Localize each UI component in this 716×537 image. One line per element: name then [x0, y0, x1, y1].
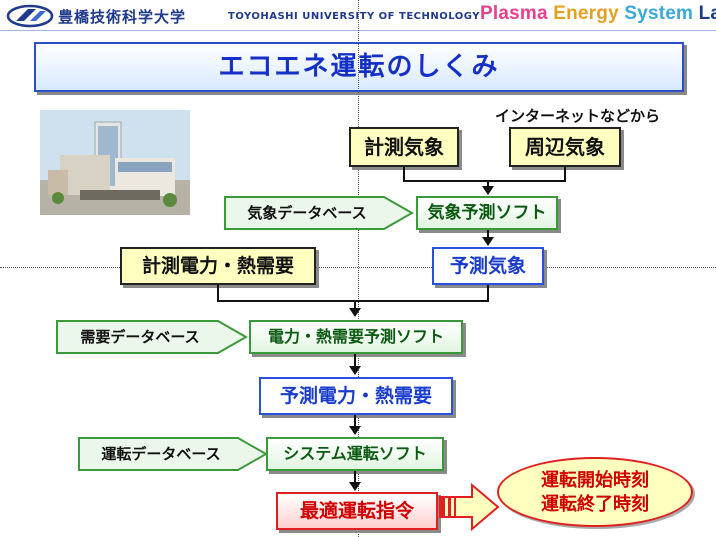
connector: [354, 300, 356, 308]
weather-db-label: 気象データベース: [247, 204, 367, 222]
connector: [403, 180, 566, 182]
title-banner: エコエネ運転のしくみ: [34, 42, 684, 92]
connector: [354, 415, 356, 426]
connector: [487, 230, 489, 237]
demand-db-arrow: [56, 320, 248, 354]
forecast-weather-box: 予測気象: [432, 247, 544, 285]
demand-forecast-soft-box: 電力・熱需要予測ソフト: [249, 320, 463, 354]
lab-name-word-lab: Lab.: [698, 3, 716, 24]
connector: [564, 167, 566, 181]
system-operation-soft-box: システム運転ソフト: [266, 437, 444, 471]
output-arrow-icon: [439, 482, 500, 532]
lab-name-word-system: System: [624, 3, 699, 24]
optimal-operation-command-box: 最適運転指令: [276, 492, 438, 530]
arrow-head-icon: [482, 237, 494, 246]
arrow-head-icon: [349, 426, 361, 435]
building-photo: [40, 110, 190, 215]
arrow-head-icon: [349, 482, 361, 491]
source-note: インターネットなどから: [495, 107, 661, 125]
guide-line-horizontal: [0, 267, 716, 268]
arrow-head-icon: [482, 186, 494, 195]
arrow-head-icon: [349, 308, 361, 317]
university-name-jp: 豊橋技術科学大学: [58, 8, 187, 26]
measured-power-heat-box: 計測電力・熱需要: [120, 247, 316, 285]
connector: [354, 354, 356, 366]
connector: [217, 285, 219, 301]
weather-forecast-soft-box: 気象予測ソフト: [416, 196, 558, 230]
university-name-en: TOYOHASHI UNIVERSITY OF TECHNOLOGY: [228, 11, 480, 22]
arrow-head-icon: [349, 366, 361, 375]
weather-db-arrow: [224, 196, 414, 230]
page-title: エコエネ運転のしくみ: [218, 52, 500, 82]
connector: [403, 167, 405, 181]
operation-time-result: 運転開始時刻 運転終了時刻: [497, 457, 693, 527]
start-time-label: 運転開始時刻: [541, 470, 649, 491]
lab-name: Plasma Energy System Lab.: [480, 3, 716, 25]
end-time-label: 運転終了時刻: [541, 494, 649, 515]
connector: [487, 285, 489, 301]
lab-name-word-energy: Energy: [553, 3, 625, 24]
demand-db-label: 需要データベース: [80, 328, 200, 346]
forecast-power-heat-box: 予測電力・熱需要: [259, 377, 453, 415]
surrounding-weather-box: 周辺気象: [509, 127, 621, 167]
operation-db-label: 運転データベース: [101, 445, 221, 463]
operation-db-arrow: [78, 437, 268, 471]
connector: [217, 300, 489, 302]
connector: [354, 471, 356, 482]
lab-name-word-plasma: Plasma: [480, 3, 554, 24]
guide-line-vertical: [358, 0, 359, 537]
measured-weather-box: 計測気象: [349, 127, 459, 167]
university-logo-icon: [6, 4, 54, 28]
connector: [487, 180, 489, 186]
